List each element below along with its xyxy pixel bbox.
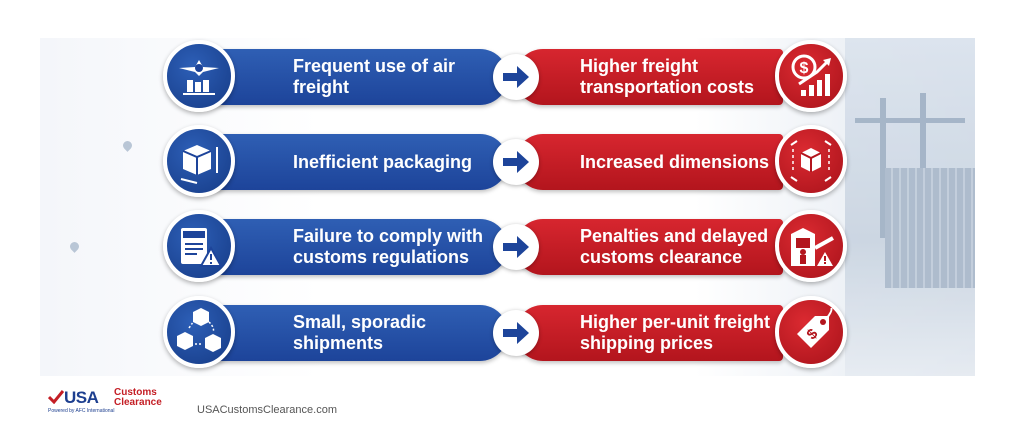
customs-clipboard-warning-icon <box>181 228 223 267</box>
cause-text: Failure to comply with customs regulatio… <box>293 226 484 267</box>
arrow-connector <box>493 310 539 356</box>
cause-icon-circle <box>163 40 235 112</box>
effect-bar: Increased dimensions <box>515 134 783 190</box>
cause-icon-circle <box>163 296 235 368</box>
brand-name-suffix: Customs Clearance <box>114 387 162 408</box>
cause-bar: Failure to comply with customs regulatio… <box>205 219 508 275</box>
cause-effect-row: Failure to comply with customs regulatio… <box>0 210 1024 282</box>
arrow-right-icon <box>503 236 529 258</box>
effect-text: Penalties and delayed customs clearance <box>580 226 769 267</box>
port-background <box>845 38 975 376</box>
dollar-growth-chart-icon: $ <box>791 54 831 96</box>
crane-icon <box>920 93 926 238</box>
dollar-price-tag-icon: $ <box>797 308 833 348</box>
cause-text: Frequent use of air freight <box>293 56 456 97</box>
cube-expand-icon <box>790 140 832 182</box>
cause-effect-row: Frequent use of air freight Higher freig… <box>0 40 1024 112</box>
brand-name: USA <box>64 388 99 407</box>
website-link[interactable]: USACustomsClearance.com <box>197 404 337 416</box>
effect-bar: Higher per-unit freight shipping prices <box>515 305 783 361</box>
brand-tagline: Powered by AFC International <box>48 408 115 414</box>
arrow-connector <box>493 139 539 185</box>
cause-effect-row: Small, sporadic shipments Higher per-uni… <box>0 296 1024 368</box>
effect-icon-circle <box>775 125 847 197</box>
arrow-right-icon <box>503 66 529 88</box>
cause-text: Small, sporadic shipments <box>293 312 427 353</box>
checkmark-logo-icon <box>48 390 64 404</box>
arrow-right-icon <box>503 322 529 344</box>
cause-effect-row: Inefficient packaging Increased dimensio… <box>0 125 1024 197</box>
arrow-connector <box>493 224 539 270</box>
cause-icon-circle <box>163 125 235 197</box>
crane-icon <box>880 98 886 238</box>
cause-bar: Inefficient packaging <box>205 134 508 190</box>
effect-icon-circle: $ <box>775 296 847 368</box>
cause-bar: Frequent use of air freight <box>205 49 508 105</box>
cause-bar: Small, sporadic shipments <box>205 305 508 361</box>
svg-text:$: $ <box>800 60 809 77</box>
cause-text: Inefficient packaging <box>293 151 473 172</box>
arrow-connector <box>493 54 539 100</box>
arrow-right-icon <box>503 151 529 173</box>
effect-bar: Penalties and delayed customs clearance <box>515 219 783 275</box>
customs-barrier-warning-icon <box>791 228 834 266</box>
crane-icon <box>855 118 965 123</box>
effect-icon-circle <box>775 210 847 282</box>
effect-icon-circle: $ <box>775 40 847 112</box>
effect-text: Higher freight transportation costs <box>580 56 755 97</box>
effect-text: Higher per-unit freight shipping prices <box>580 312 770 353</box>
box-dimensions-icon <box>180 145 218 184</box>
scattered-boxes-icon <box>177 308 221 352</box>
effect-text: Increased dimensions <box>580 151 770 172</box>
cause-icon-circle <box>163 210 235 282</box>
container-stack <box>885 168 975 288</box>
brand-logo: USA Customs Clearance Powered by AFC Int… <box>48 388 183 418</box>
effect-bar: Higher freight transportation costs <box>515 49 783 105</box>
airplane-cargo-icon <box>179 60 219 95</box>
